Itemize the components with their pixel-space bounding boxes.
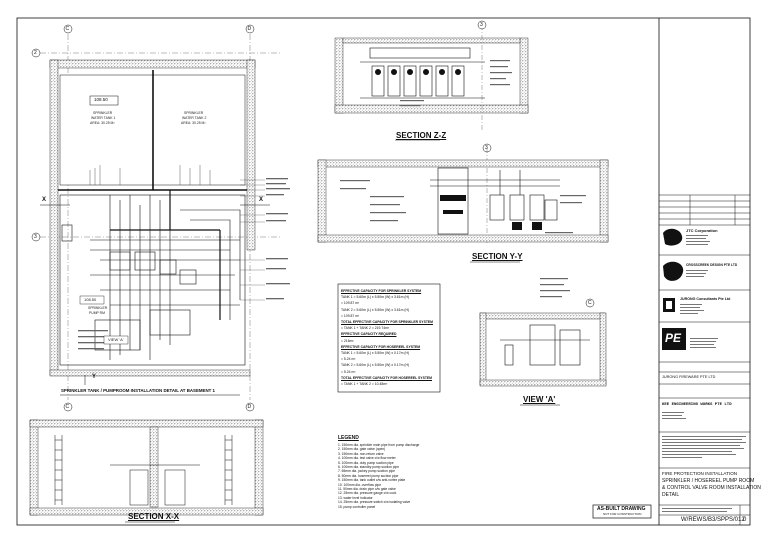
grid-label-2: 2 bbox=[34, 49, 37, 56]
section-zz-title: SECTION Z-Z bbox=[396, 131, 447, 140]
legend-item: 14. 25mm dia. pressure switch c/w isolat… bbox=[338, 500, 411, 505]
legend-item: 5. 100mm dia. duty pump suction pipe bbox=[338, 460, 394, 465]
contractor-logo: PE bbox=[665, 331, 682, 345]
legend-item: 9. 150mm dia. tank outlet c/w anti-vorte… bbox=[338, 478, 406, 483]
capacity-line: EFFECTIVE CAPACITY FOR SPRINKLER SYSTEM bbox=[341, 289, 422, 293]
section-xx-drawing bbox=[29, 402, 264, 523]
subcontractor-name: KEE ENGINEERING WORKS PTE LTD bbox=[662, 403, 732, 407]
section-xx-title: SECTION X-X bbox=[128, 512, 180, 521]
tank1-area: AREA: 30.25 M² bbox=[90, 121, 115, 125]
legend-item: 2. 150mm dia. gate valve (open) bbox=[338, 447, 386, 452]
capacity-box-frame bbox=[337, 283, 441, 393]
capacity-line: TOTAL EFFECTIVE CAPACITY FOR SPRINKLER S… bbox=[341, 320, 433, 324]
legend-item: 13. water level indicator bbox=[338, 495, 373, 500]
view-a-drawing bbox=[479, 278, 607, 406]
tank1-name: SPRINKLER bbox=[93, 111, 113, 115]
room-level: 108.50 bbox=[84, 297, 97, 302]
grid-label-c-top: C bbox=[65, 25, 70, 32]
capacity-line: = 109.87 m³ bbox=[341, 301, 360, 306]
drawing-title-3: DETAIL bbox=[662, 492, 680, 498]
grid-label-d-xx: D bbox=[247, 403, 252, 410]
section-yy-title: SECTION Y-Y bbox=[472, 252, 523, 261]
tank1-level: 108.50 bbox=[94, 97, 108, 102]
plan-view bbox=[31, 24, 290, 400]
section-mark-x-left: X bbox=[42, 197, 47, 203]
section-yy-drawing bbox=[317, 143, 609, 263]
sheet-border bbox=[16, 17, 751, 526]
engineer-name: JURONG Consultants Pte Ltd bbox=[680, 297, 731, 301]
grid-label-c-xx: C bbox=[65, 403, 70, 410]
room-name: SPRINKLER bbox=[88, 306, 108, 310]
grid-label-d-top: D bbox=[247, 25, 252, 32]
plan-title: SPRINKLER TANK / PUMPROOM INSTALLATION D… bbox=[61, 388, 215, 393]
tank2-area: AREA: 30.25 M² bbox=[181, 121, 206, 125]
drawing-title-2: & CONTROL VALVE ROOM INSTALLATION bbox=[662, 485, 761, 491]
legend-item: 12. 25mm dia. pressure gauge c/w cock bbox=[338, 491, 397, 496]
legend-item: 11. 50mm dia. drain pipe c/w gate valve bbox=[338, 487, 396, 491]
capacity-notes: EFFECTIVE CAPACITY FOR SPRINKLER SYSTEM T… bbox=[341, 289, 439, 389]
legend-item: 6. 100mm dia. standby pump suction pipe bbox=[338, 465, 400, 469]
as-built-stamp bbox=[592, 504, 652, 519]
legend-item: 10. 100mm dia. overflow pipe bbox=[338, 482, 382, 487]
section-mark-x-right: X bbox=[259, 197, 264, 203]
contractor-name: JURONG FIREWARE PTE LTD bbox=[662, 375, 716, 379]
legend-item: 3. 150mm dia. non-return valve bbox=[338, 451, 384, 456]
project-title: FIRE PROTECTION INSTALLATION bbox=[662, 471, 738, 476]
legend-item: 4. 100mm dia. test valve c/w flow meter bbox=[338, 456, 396, 461]
section-zz-drawing bbox=[334, 20, 529, 141]
tank1-sub: WATER TANK 1 bbox=[91, 116, 116, 120]
section-mark-y: Y bbox=[92, 374, 97, 380]
stamp-line1: AS-BUILT DRAWING bbox=[597, 506, 646, 512]
capacity-line: EFFECTIVE CAPACITY FOR HOSEREEL SYSTEM bbox=[341, 344, 421, 349]
capacity-line: EFFECTIVE CAPACITY REQUIRED bbox=[341, 332, 397, 337]
grid-label-3: 3 bbox=[34, 233, 37, 240]
view-a-title: VIEW 'A' bbox=[523, 395, 556, 404]
tank2-sub: WATER TANK 2 bbox=[182, 116, 207, 120]
grid-label-3-zz: 3 bbox=[480, 21, 483, 28]
architect-name: CROSSCREEK DESIGN PTE LTD bbox=[686, 263, 738, 267]
legend-item: 1. 150mm dia. sprinkler main pipe from p… bbox=[338, 443, 420, 447]
drawing-number: W/REWS/B3/SPPS/012 bbox=[681, 517, 745, 523]
logo-marks bbox=[662, 228, 686, 350]
capacity-line: TANK 1 = 5.60m (L) x 5.50m (W) x 0.17m (… bbox=[341, 351, 410, 355]
client-name: JTC Corporation bbox=[686, 228, 718, 233]
capacity-line: TANK 1 = 5.60m (L) x 5.50m (W) x 3.61m (… bbox=[341, 295, 410, 300]
grid-label-c-viewa: C bbox=[588, 299, 592, 306]
capacity-line: = 216m³ bbox=[341, 338, 354, 343]
capacity-line: = 109.87 m³ bbox=[341, 313, 360, 318]
revision-number: 0 bbox=[743, 517, 747, 523]
legend-item: 7. 65mm dia. jockey pump suction pipe bbox=[338, 469, 395, 474]
legend-title: LEGEND bbox=[338, 435, 359, 441]
capacity-line: TANK 2 = 5.60m (L) x 5.50m (W) x 3.61m (… bbox=[341, 307, 410, 312]
plan-view-a-marker: VIEW 'A' bbox=[108, 337, 124, 342]
capacity-line: TOTAL EFFECTIVE CAPACITY FOR HOSEREEL SY… bbox=[341, 375, 432, 380]
legend-list: 1. 150mm dia. sprinkler main pipe from p… bbox=[338, 443, 508, 513]
room-sub: PUMP RM bbox=[89, 311, 105, 315]
legend-item: 8. 50mm dia. hosereel pump suction pipe bbox=[338, 473, 399, 478]
capacity-line: = 5.24 m³ bbox=[341, 369, 356, 374]
capacity-line: = TANK 1 + TANK 2 = 10.48m³ bbox=[341, 382, 388, 386]
title-block-grid bbox=[659, 194, 750, 525]
grid-label-3-yy: 3 bbox=[485, 144, 488, 151]
tank2-name: SPRINKLER bbox=[184, 111, 204, 115]
capacity-line: TANK 2 = 5.60m (L) x 5.50m (W) x 0.17m (… bbox=[341, 363, 410, 368]
capacity-line: = TANK 1 + TANK 2 = 219.74m³ bbox=[341, 326, 390, 331]
capacity-line: = 5.24 m³ bbox=[341, 357, 356, 362]
drawing-title-1: SPRINKLER / HOSEREEL PUMP ROOM bbox=[662, 478, 755, 484]
legend-item: 15. pump controller panel bbox=[338, 504, 376, 509]
stamp-line2: NOT FOR CONSTRUCTION bbox=[603, 512, 642, 516]
